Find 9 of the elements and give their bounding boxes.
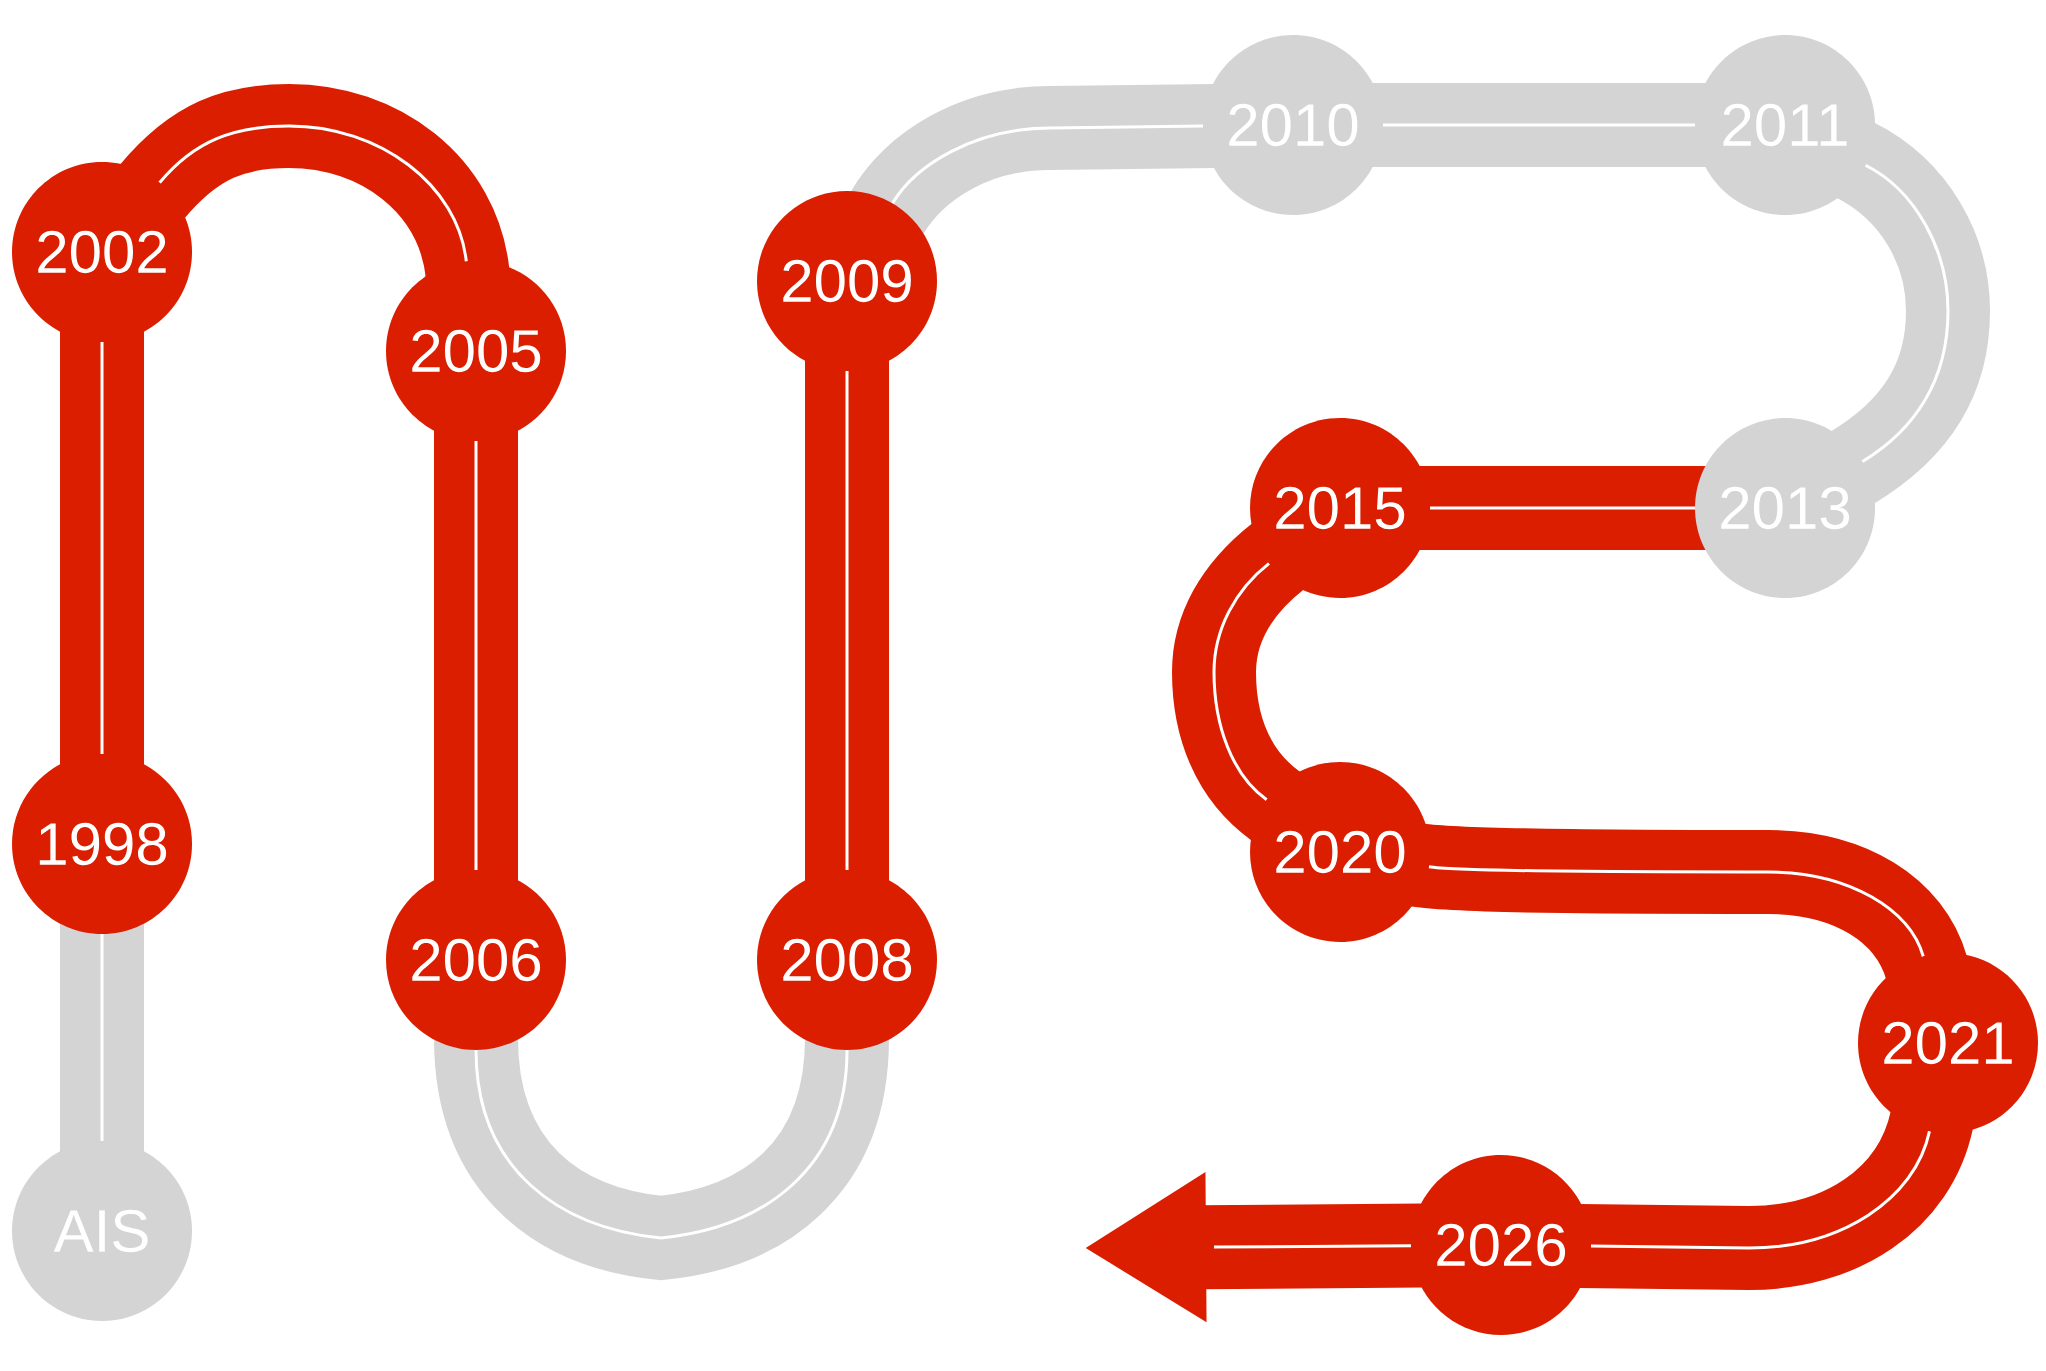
road-segment	[1371, 83, 1707, 167]
road-segment	[1172, 523, 1306, 840]
road-segment	[1418, 466, 1707, 550]
road-segment	[60, 330, 144, 766]
road-segment	[60, 922, 144, 1153]
road-segment	[851, 83, 1216, 237]
road-segment	[1829, 123, 1990, 504]
road-segment	[434, 429, 518, 882]
road-segment	[805, 359, 889, 882]
